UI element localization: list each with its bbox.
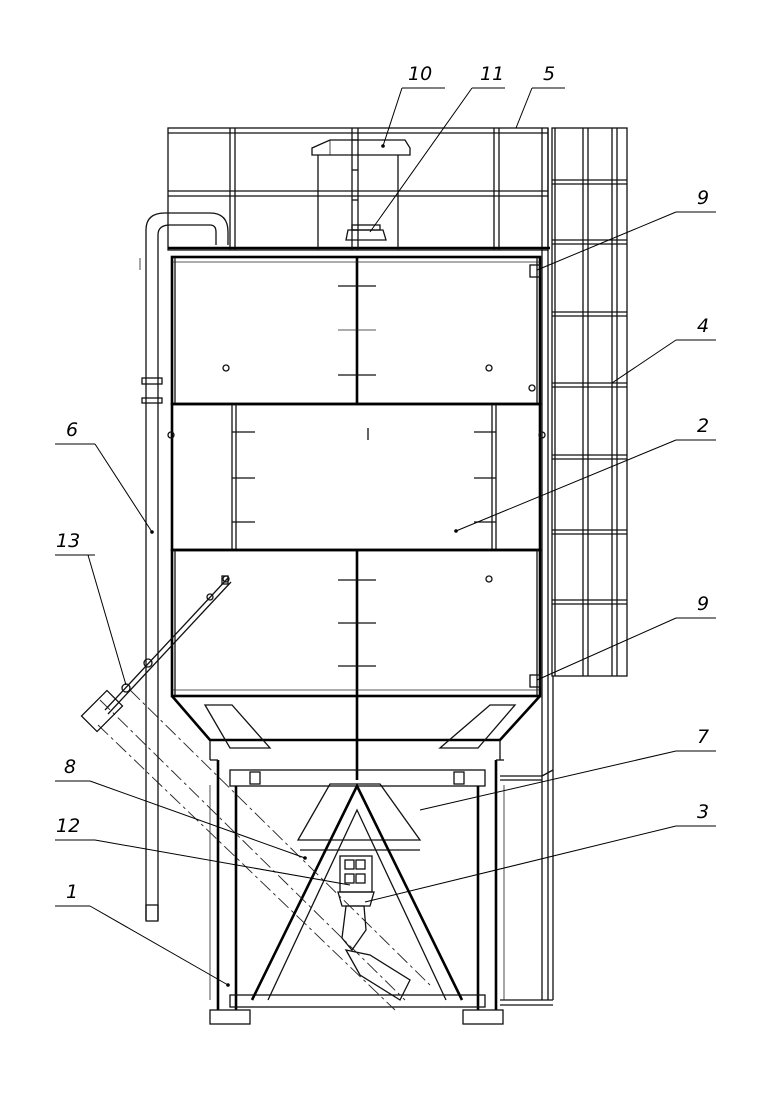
side-ladder-cage — [551, 127, 628, 677]
fill-pipe — [139, 212, 229, 922]
inclined-conveyor — [80, 689, 431, 1011]
callout-1: 1 — [66, 881, 78, 903]
side-ladder-rails — [500, 250, 554, 1006]
callout-2: 2 — [697, 415, 709, 437]
screw-dispenser — [337, 855, 411, 1001]
filter-unit — [311, 139, 411, 250]
level-sensor-rod — [104, 575, 232, 715]
callout-12: 12 — [56, 815, 80, 837]
callout-7: 7 — [697, 726, 709, 748]
breather-valve — [345, 224, 387, 241]
callout-leaders — [55, 87, 716, 986]
callout-labels: 10 11 5 9 4 2 9 7 3 6 13 8 12 1 — [56, 63, 709, 903]
callout-11: 11 — [480, 63, 504, 85]
leader-endpoints — [150, 144, 458, 987]
hopper-cone — [171, 695, 541, 851]
callout-4: 4 — [697, 315, 709, 337]
callout-5: 5 — [543, 63, 555, 85]
callout-8: 8 — [64, 756, 76, 778]
silo-section-bottom — [170, 548, 542, 698]
silo-section-top — [170, 255, 542, 406]
callout-3: 3 — [697, 801, 709, 823]
top-railing — [167, 127, 550, 251]
callout-10: 10 — [408, 63, 432, 85]
support-frame — [209, 759, 505, 1025]
callout-9-bottom: 9 — [697, 593, 709, 615]
callout-13: 13 — [56, 530, 80, 552]
silo-section-middle — [167, 402, 546, 552]
callout-9-top: 9 — [697, 187, 709, 209]
mounting-brackets — [528, 264, 541, 688]
callout-6: 6 — [66, 419, 78, 441]
